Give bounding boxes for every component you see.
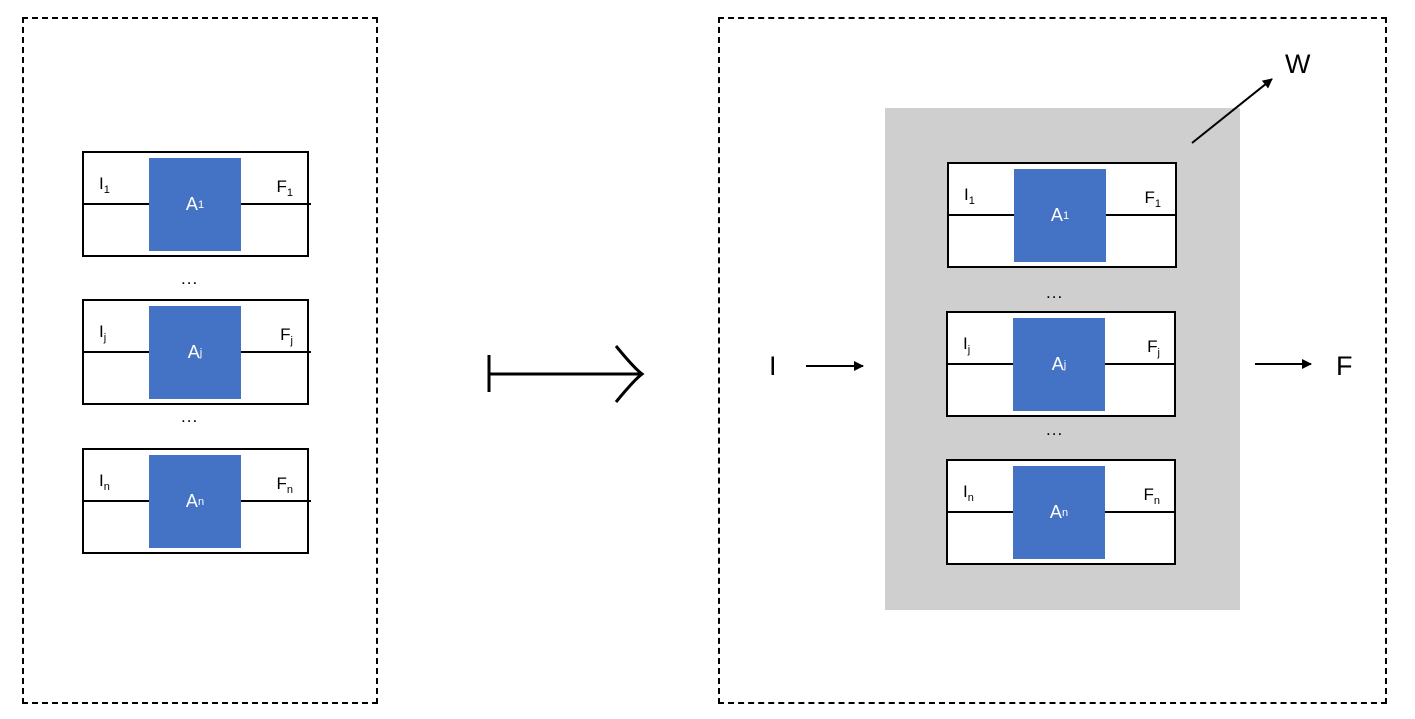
input-label: I1: [99, 174, 110, 196]
right-panel: [718, 17, 1387, 704]
maps-to-arrow-icon: [487, 345, 645, 403]
wrapper-label: W: [1285, 49, 1311, 79]
output-label: Fj: [1147, 337, 1160, 359]
input-label: In: [99, 471, 110, 493]
output-label: F1: [276, 177, 293, 199]
output-label: Fn: [1143, 485, 1160, 507]
left-panel: [22, 17, 378, 704]
system-output-label: F: [1336, 351, 1353, 381]
input-label: I1: [964, 185, 975, 207]
ellipsis: ...: [181, 407, 199, 426]
input-label: In: [963, 482, 974, 504]
output-label: Fn: [276, 474, 293, 496]
input-label: Ij: [963, 334, 971, 356]
ellipsis: ...: [1046, 420, 1064, 439]
input-label: Ij: [99, 322, 107, 344]
wrapper-arrow-icon: [1191, 78, 1273, 144]
output-label: F1: [1144, 188, 1161, 210]
output-label: Fj: [280, 325, 293, 347]
ellipsis: ...: [1046, 283, 1064, 302]
ellipsis: ...: [181, 269, 199, 288]
system-input-label: I: [769, 351, 777, 381]
